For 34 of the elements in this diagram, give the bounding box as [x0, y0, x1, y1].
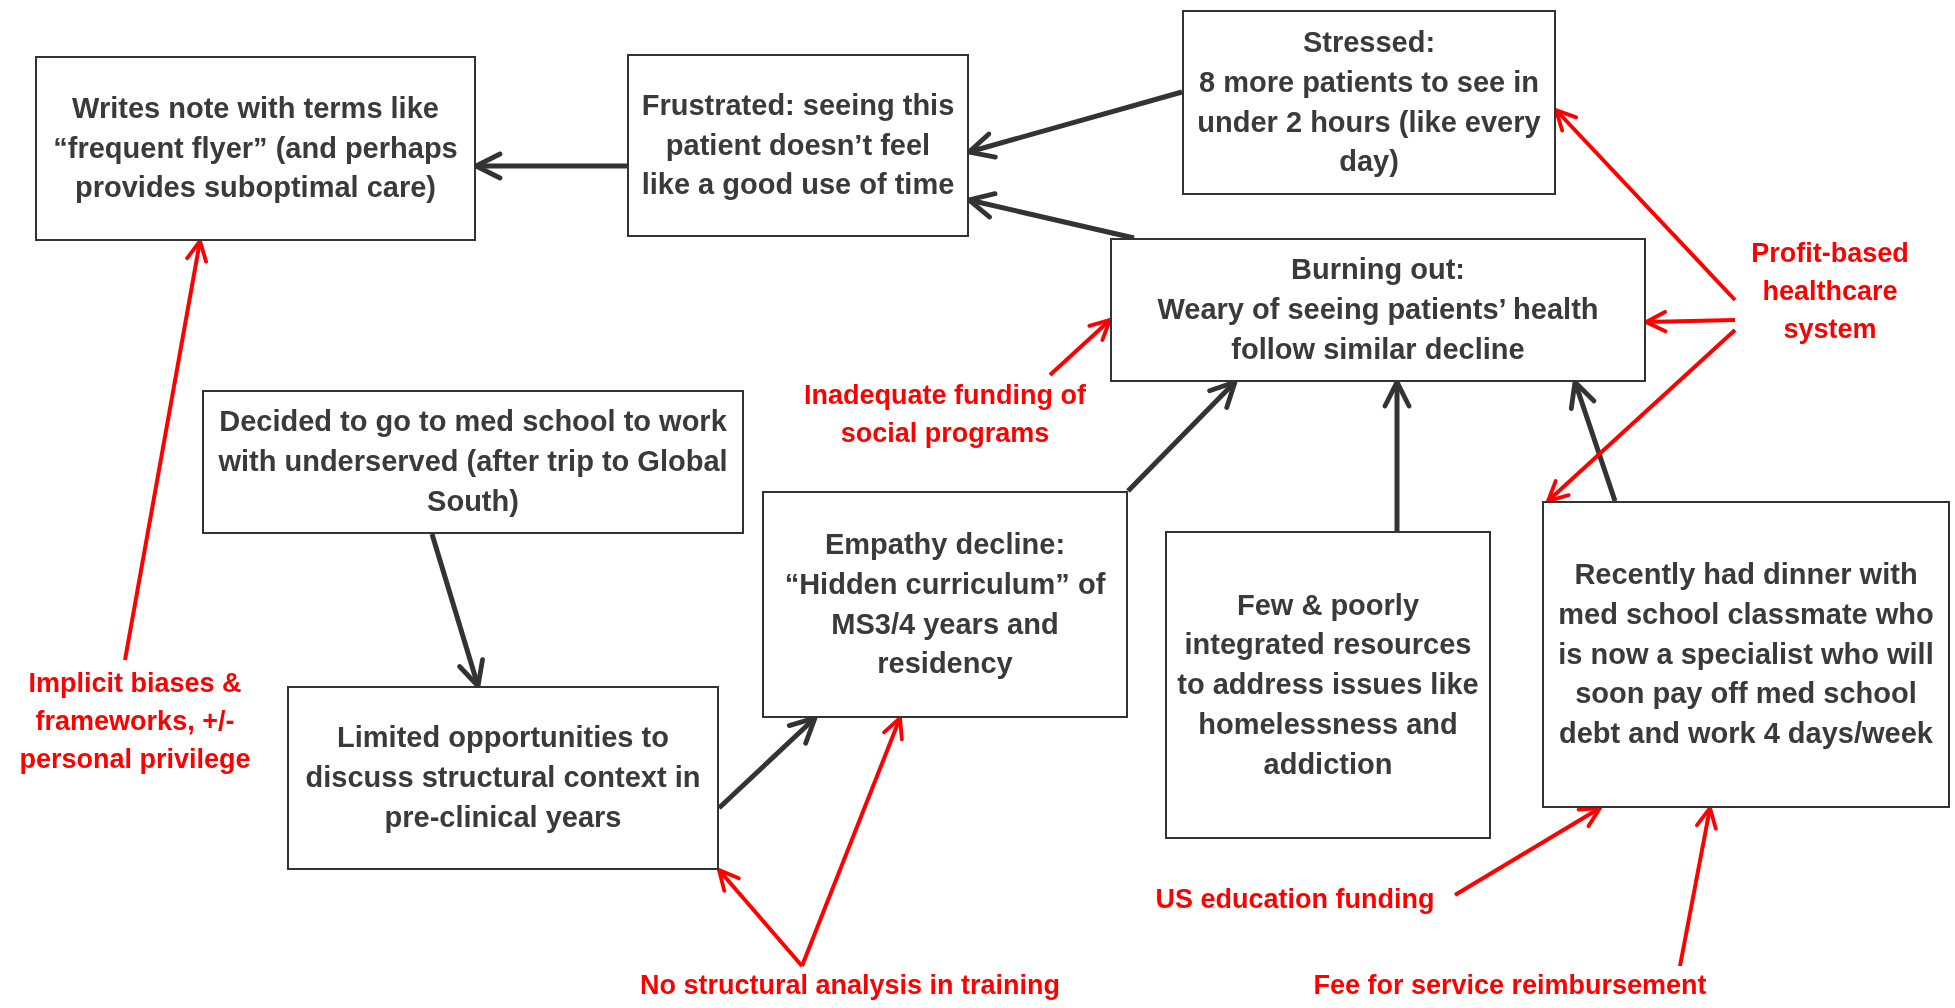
text-box [1542, 501, 1950, 808]
box-text: Few & poorly integrated resources to address issues like homelessness and addiction [1177, 587, 1479, 782]
cause-label: Implicit biases & frameworks, +/- personal privilege [18, 667, 252, 776]
text-box [762, 491, 1128, 718]
box-text: Writes note with terms like “frequent flyer” (and perhaps provides suboptimal care) [52, 90, 459, 206]
box-text: Decided to go to med school to work with underserved (after trip to Global South) [217, 404, 729, 519]
text-box [35, 56, 476, 241]
box-text: Burning out: [1291, 252, 1465, 288]
text-box [1165, 531, 1491, 839]
cause-label: Profit-based healthcare system [1750, 237, 1910, 346]
text-box [1182, 10, 1556, 195]
box-text: Frustrated: seeing this patient doesn’t feel like a good use of time [640, 87, 956, 203]
arrow [1453, 806, 1602, 897]
text-box [627, 54, 969, 237]
box-text: Limited opportunities to discuss structural context in pre-clinical years [304, 720, 702, 835]
text-box [287, 686, 719, 870]
arrow [429, 533, 485, 689]
cause-label: Inadequate funding of social programs [803, 379, 1087, 450]
cause-label: US education funding [1155, 883, 1435, 917]
text-box [202, 390, 744, 534]
arrow [1546, 328, 1737, 503]
cause-label: No structural analysis in training [639, 969, 1061, 1003]
box-text: Weary of seeing patients’ health follow similar decline [1156, 292, 1600, 367]
arrow [1048, 318, 1112, 377]
arrow [800, 716, 904, 967]
arrow [123, 239, 208, 661]
box-text: 8 more patients to see in under 2 hours (like every day) [1196, 64, 1542, 180]
text-box [1110, 238, 1646, 382]
box-text: Stressed: [1302, 25, 1436, 61]
box-text: Recently had dinner with med school classmate who is now a specialist who will soon pay off med school debt and work 4 days/week [1557, 557, 1935, 752]
arrow [717, 868, 804, 968]
arrow [1678, 806, 1718, 967]
box-text: Empathy decline: “Hidden curriculum” of MS3/4 years and residency [783, 527, 1107, 682]
cause-label: Fee for service reimbursement [1313, 969, 1707, 1003]
